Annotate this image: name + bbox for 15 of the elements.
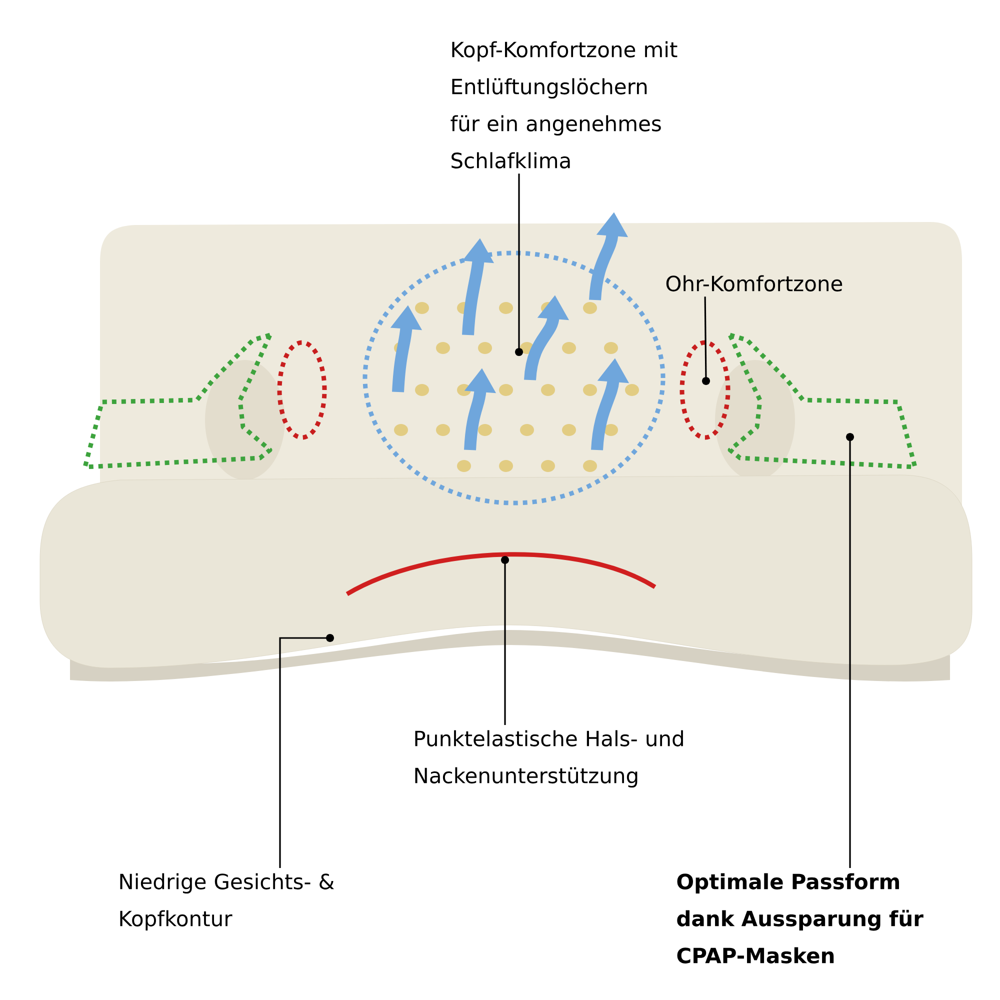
leader-line (279, 634, 334, 868)
leader-line (501, 556, 509, 725)
callout-text: Optimale Passform dank Aussparung für CPAP-Masken (677, 873, 924, 964)
leader-line (846, 433, 854, 868)
head-zone-outline (362, 250, 666, 506)
cutout-outline (728, 332, 918, 470)
leader-line (515, 174, 523, 356)
ear-zone-outline (680, 340, 730, 440)
callout-text: Punktelastische Hals- und Nackenunterstützung (415, 730, 683, 788)
callout-text: Kopf-Komfortzone mit Entlüftungslöchern für ein angenehmes Schlafklima (450, 41, 678, 168)
callout-text: Ohr-Komfortzone (666, 275, 842, 292)
leader-line (702, 296, 710, 385)
callout-text: Niedrige Gesichts- & Kopfkontur (120, 873, 334, 931)
ear-zone-outline (277, 340, 327, 440)
cutout-outline (82, 332, 272, 470)
